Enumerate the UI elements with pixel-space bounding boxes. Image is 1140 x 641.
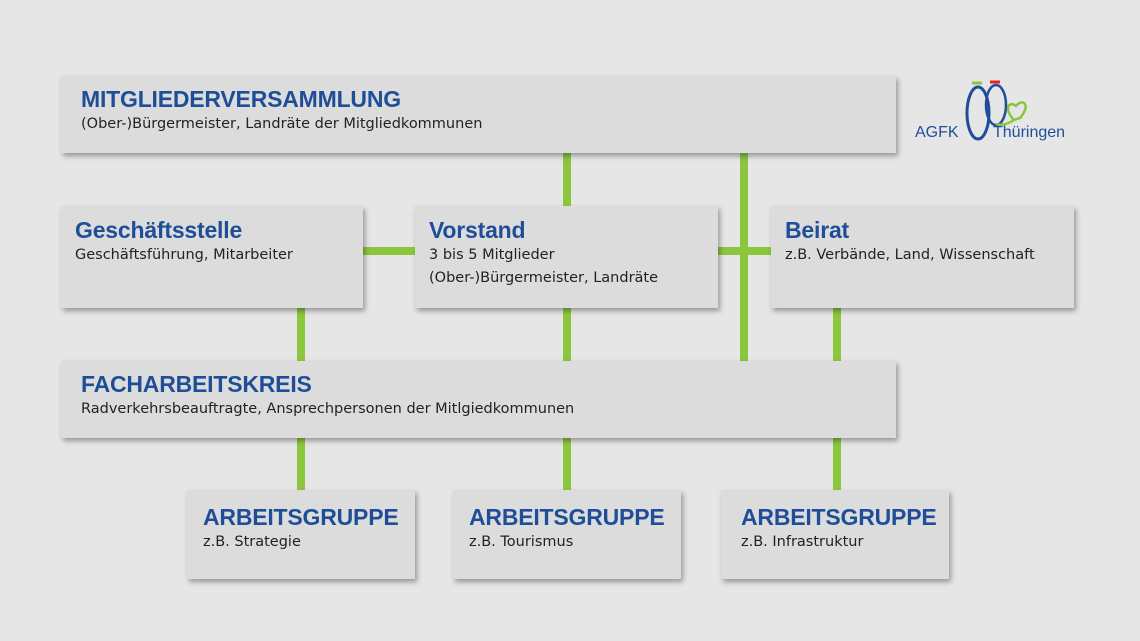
node-mitgliederversammlung: MITGLIEDERVERSAMMLUNG (Ober-)Bürgermeist… (61, 76, 896, 153)
node-arbeitsgruppe-infrastruktur: ARBEITSGRUPPE z.B. Infrastruktur (721, 490, 949, 579)
node-title: Beirat (785, 217, 849, 243)
node-geschaeftsstelle: Geschäftsstelle Geschäftsführung, Mitarb… (61, 206, 363, 308)
node-title: Geschäftsstelle (75, 217, 243, 243)
logo-text-thueringen: Thüringen (993, 124, 1066, 141)
node-title: FACHARBEITSKREIS (81, 371, 312, 397)
node-beirat: Beirat z.B. Verbände, Land, Wissenschaft (771, 206, 1074, 308)
node-title: ARBEITSGRUPPE (741, 504, 937, 530)
node-subtitle: z.B. Infrastruktur (741, 534, 864, 550)
node-subtitle: z.B. Verbände, Land, Wissenschaft (785, 247, 1035, 263)
bicycle-heart-icon (965, 80, 1027, 141)
logo-text-agfk: AGFK (915, 124, 959, 141)
node-subtitle-line-2: (Ober-)Bürgermeister, Landräte (429, 270, 659, 286)
node-subtitle: Geschäftsführung, Mitarbeiter (75, 247, 293, 263)
node-vorstand: Vorstand 3 bis 5 Mitglieder (Ober-)Bürge… (415, 206, 718, 308)
node-subtitle: (Ober-)Bürgermeister, Landräte der Mitgl… (81, 116, 483, 132)
node-title: ARBEITSGRUPPE (203, 504, 399, 530)
agfk-logo: AGFK Thüringen (910, 76, 1080, 148)
node-subtitle-line-1: 3 bis 5 Mitglieder (429, 247, 555, 263)
node-title: MITGLIEDERVERSAMMLUNG (81, 86, 401, 112)
node-subtitle: z.B. Strategie (203, 534, 301, 550)
node-title: Vorstand (429, 217, 526, 243)
node-facharbeitskreis: FACHARBEITSKREIS Radverkehrsbeauftragte,… (61, 361, 896, 438)
node-subtitle: z.B. Tourismus (469, 534, 574, 550)
node-title: ARBEITSGRUPPE (469, 504, 665, 530)
node-arbeitsgruppe-tourismus: ARBEITSGRUPPE z.B. Tourismus (453, 490, 681, 579)
node-arbeitsgruppe-strategie: ARBEITSGRUPPE z.B. Strategie (187, 490, 415, 579)
node-subtitle: Radverkehrsbeauftragte, Ansprechpersonen… (81, 401, 575, 417)
